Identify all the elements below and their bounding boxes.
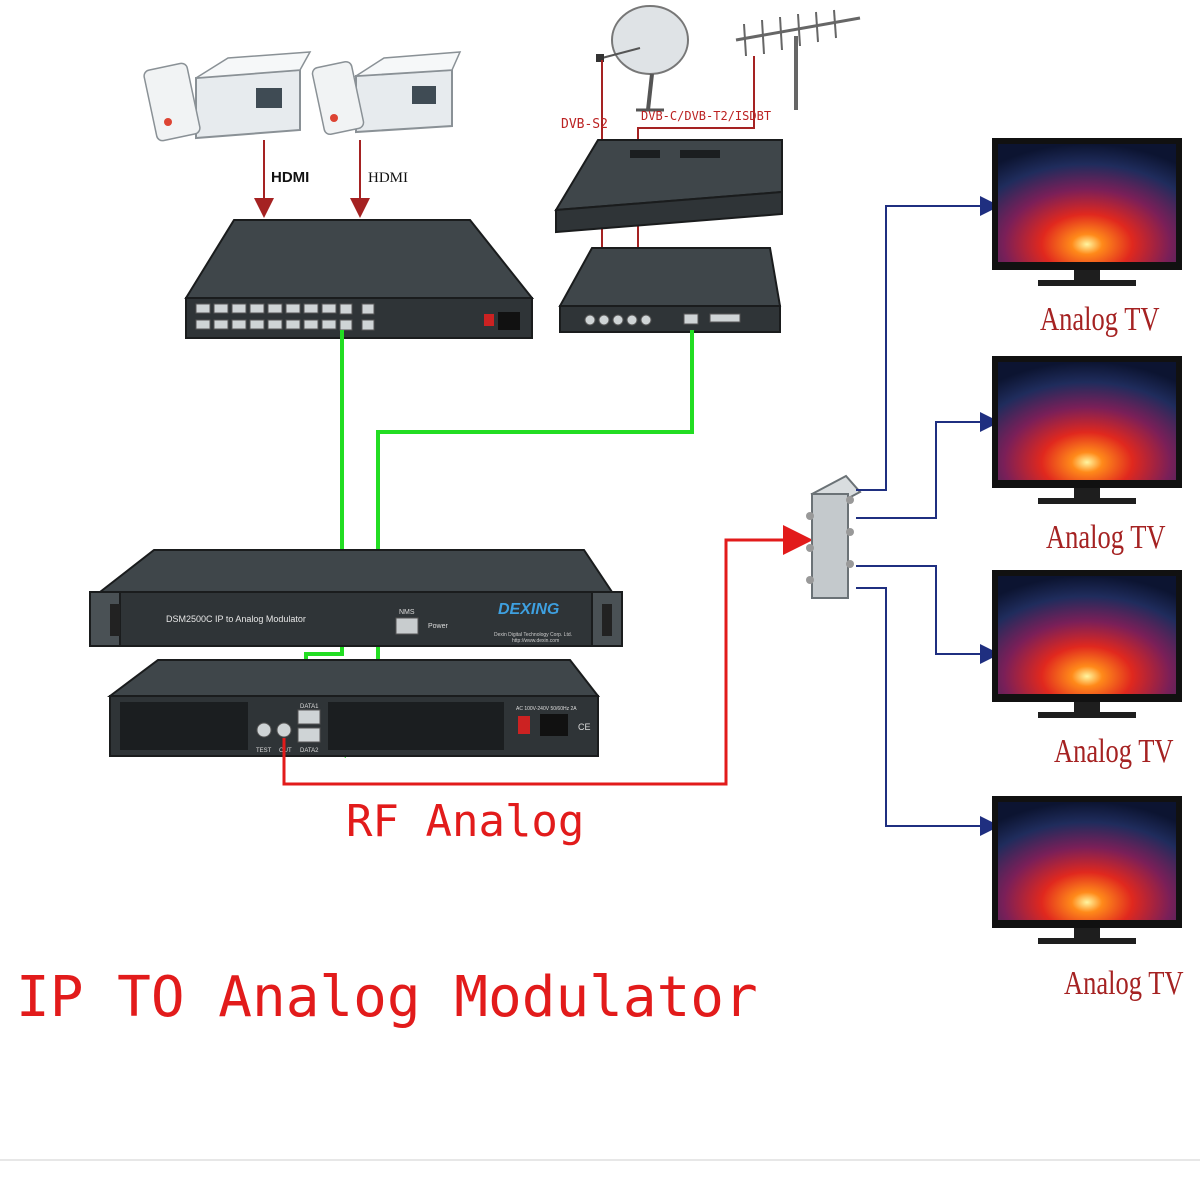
remote-control-icon xyxy=(311,60,365,136)
data1-label: DATA1 xyxy=(300,704,319,710)
main-title: IP TO Analog Modulator xyxy=(16,965,758,1030)
hdmi-encoder-rack xyxy=(184,219,535,339)
modulator-model-label: DSM2500C IP to Analog Modulator xyxy=(166,614,306,624)
modulator-nms-label: NMS xyxy=(399,609,415,616)
analog-tv-1: Analog TV xyxy=(992,138,1182,338)
dvb-c-label: DVB-C/DVB-T2/ISDBT xyxy=(641,109,771,123)
tv-cable-1 xyxy=(856,196,1000,491)
rf-splitter xyxy=(806,474,862,599)
analog-tv-4: Analog TV xyxy=(992,796,1184,1002)
analog-tv-2: Analog TV xyxy=(992,356,1182,556)
analog-tv-label: Analog TV xyxy=(1064,964,1184,1002)
modulator-company: Dexin Digital Technology Corp. Ltd. xyxy=(494,632,572,638)
hdmi-label-right: HDMI xyxy=(368,170,408,186)
analog-tv-3: Analog TV xyxy=(992,570,1182,770)
analog-tv-label: Analog TV xyxy=(1046,518,1166,556)
remote-control-icon xyxy=(143,62,201,142)
tv-cable-4 xyxy=(856,587,1000,836)
rf-analog-label: RF Analog xyxy=(346,796,584,847)
dvb-s2-label: DVB-S2 xyxy=(561,117,608,132)
set-top-box-left xyxy=(143,51,312,142)
hdmi-label-left: HDMI xyxy=(271,169,309,186)
ce-mark: CE xyxy=(578,722,591,732)
test-port-label: TEST xyxy=(256,748,272,754)
tv-cable-2 xyxy=(856,412,1000,519)
modulator-brand: DEXING xyxy=(498,601,559,618)
modulator-rear-unit: DATA1 DATA2 TEST OUT AC 100V-240V 50/60H… xyxy=(107,659,601,757)
analog-tv-label: Analog TV xyxy=(1040,300,1160,338)
receiver-rack-lower xyxy=(558,247,782,333)
data2-label: DATA2 xyxy=(300,748,319,754)
modulator-front-unit: DSM2500C IP to Analog Modulator NMS Powe… xyxy=(89,549,623,647)
ip-cable-encoder xyxy=(286,330,344,724)
receiver-rack-upper xyxy=(554,139,783,234)
rear-vent-grid xyxy=(120,702,504,750)
tv-cable-3 xyxy=(856,565,1000,664)
rf-analog-cable xyxy=(282,525,813,786)
analog-tv-label: Analog TV xyxy=(1054,732,1174,770)
modulator-power-label: Power xyxy=(428,623,449,630)
modulator-website: http://www.dexin.com xyxy=(512,638,559,644)
set-top-box-right xyxy=(311,51,462,136)
satellite-dish-icon xyxy=(596,5,689,112)
ac-power-label: AC 100V-240V 50/60Hz 2A xyxy=(516,706,577,712)
receiver-ports xyxy=(584,313,741,326)
encoder-port-grid xyxy=(195,303,375,331)
terrestrial-antenna-icon xyxy=(735,9,861,110)
